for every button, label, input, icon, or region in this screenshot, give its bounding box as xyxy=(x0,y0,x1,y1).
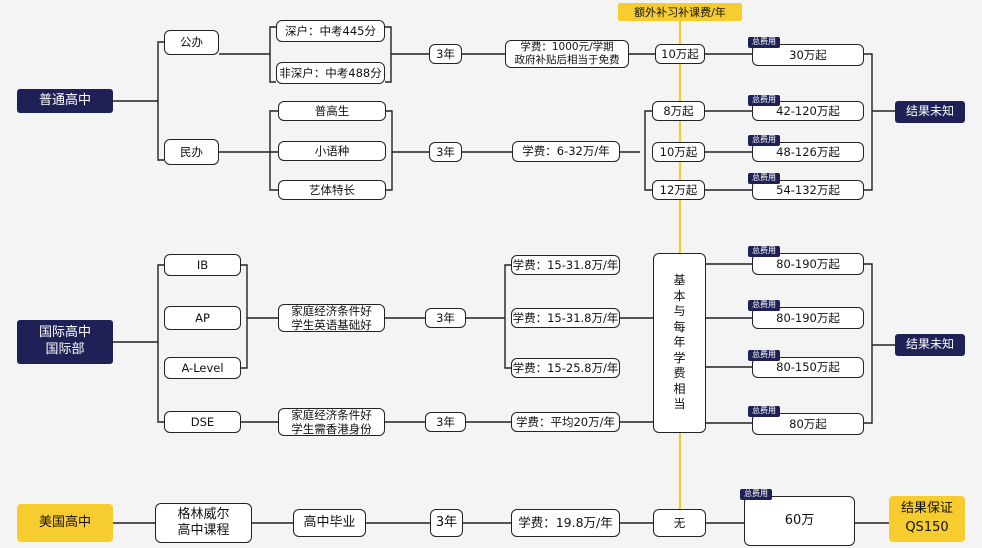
intl-total-3: 80-150万起 xyxy=(752,357,864,378)
intl-result: 结果未知 xyxy=(895,334,965,356)
curriculum-alevel: A-Level xyxy=(164,357,241,379)
total-cost-tag: 总费用 xyxy=(748,406,780,417)
putong-result: 结果未知 xyxy=(895,101,965,123)
condition-box-2: 家庭经济条件好 学生需香港身份 xyxy=(278,408,385,436)
us-course-box: 格林威尔 高中课程 xyxy=(155,503,252,543)
total-cost-tag: 总费用 xyxy=(748,37,780,48)
total-cost-tag: 总费用 xyxy=(748,246,780,257)
us-fee-box: 学费：19.8万/年 xyxy=(511,509,620,537)
intl-total-4: 80万起 xyxy=(752,413,864,435)
intl-years-box-1: 3年 xyxy=(425,308,466,328)
intl-total-1: 80-190万起 xyxy=(752,253,864,275)
intl-total-2: 80-190万起 xyxy=(752,307,864,329)
us-title: 美国高中 xyxy=(17,504,113,542)
intl-title: 国际高中 国际部 xyxy=(17,320,113,364)
intl-tutor-box: 基本与每年学费相当 xyxy=(653,253,706,433)
us-tutor-box: 无 xyxy=(653,509,706,537)
minban-total-2: 48-126万起 xyxy=(752,142,864,162)
gongban-box: 公办 xyxy=(164,30,219,55)
minban-box: 民办 xyxy=(164,139,219,165)
putong-title: 普通高中 xyxy=(17,89,113,113)
us-total-box: 60万 xyxy=(744,496,855,546)
type-xiaoyuzhong: 小语种 xyxy=(278,141,386,161)
total-cost-tag: 总费用 xyxy=(740,489,772,500)
intl-fee-4: 学费：平均20万/年 xyxy=(511,412,620,432)
gongban-tutor-box: 10万起 xyxy=(655,44,705,64)
curriculum-ib: IB xyxy=(164,254,241,276)
curriculum-ap: AP xyxy=(164,306,241,330)
us-years-box: 3年 xyxy=(430,509,463,537)
curriculum-dse: DSE xyxy=(164,411,241,433)
intl-tutor-text: 基本与每年学费相当 xyxy=(673,273,686,412)
minban-tutor-3: 12万起 xyxy=(652,180,705,200)
minban-tutor-1: 8万起 xyxy=(652,101,705,121)
gongban-years-box: 3年 xyxy=(429,44,462,64)
intl-years-box-2: 3年 xyxy=(425,412,466,432)
minban-total-1: 42-120万起 xyxy=(752,101,864,121)
feishenhu-box: 非深户：中考488分 xyxy=(276,62,385,84)
gongban-total-text: 30万起 xyxy=(789,47,827,62)
minban-years-box: 3年 xyxy=(429,142,462,162)
type-pugaosheng: 普高生 xyxy=(278,101,386,121)
total-cost-tag: 总费用 xyxy=(748,300,780,311)
intl-fee-2: 学费：15-31.8万/年 xyxy=(511,308,620,328)
us-result: 结果保证 QS150 xyxy=(889,496,965,542)
gongban-total-box: 30万起 xyxy=(752,44,864,66)
total-cost-tag: 总费用 xyxy=(748,95,780,106)
type-yiti: 艺体特长 xyxy=(278,180,386,200)
total-cost-tag: 总费用 xyxy=(748,173,780,184)
minban-tutor-2: 10万起 xyxy=(652,142,705,162)
intl-fee-1: 学费：15-31.8万/年 xyxy=(511,255,620,275)
minban-fee-box: 学费：6-32万/年 xyxy=(512,141,620,162)
total-cost-tag: 总费用 xyxy=(748,135,780,146)
shenhu-box: 深户：中考445分 xyxy=(276,20,385,42)
minban-total-3: 54-132万起 xyxy=(752,180,864,200)
tutoring-fee-header: 额外补习补课费/年 xyxy=(618,3,742,21)
total-cost-tag: 总费用 xyxy=(748,350,780,361)
us-grad-box: 高中毕业 xyxy=(293,509,366,537)
condition-box-1: 家庭经济条件好 学生英语基础好 xyxy=(278,304,385,332)
gongban-fee-box: 学费：1000元/学期 政府补贴后相当于免费 xyxy=(505,40,629,68)
intl-fee-3: 学费：15-25.8万/年 xyxy=(511,358,620,378)
